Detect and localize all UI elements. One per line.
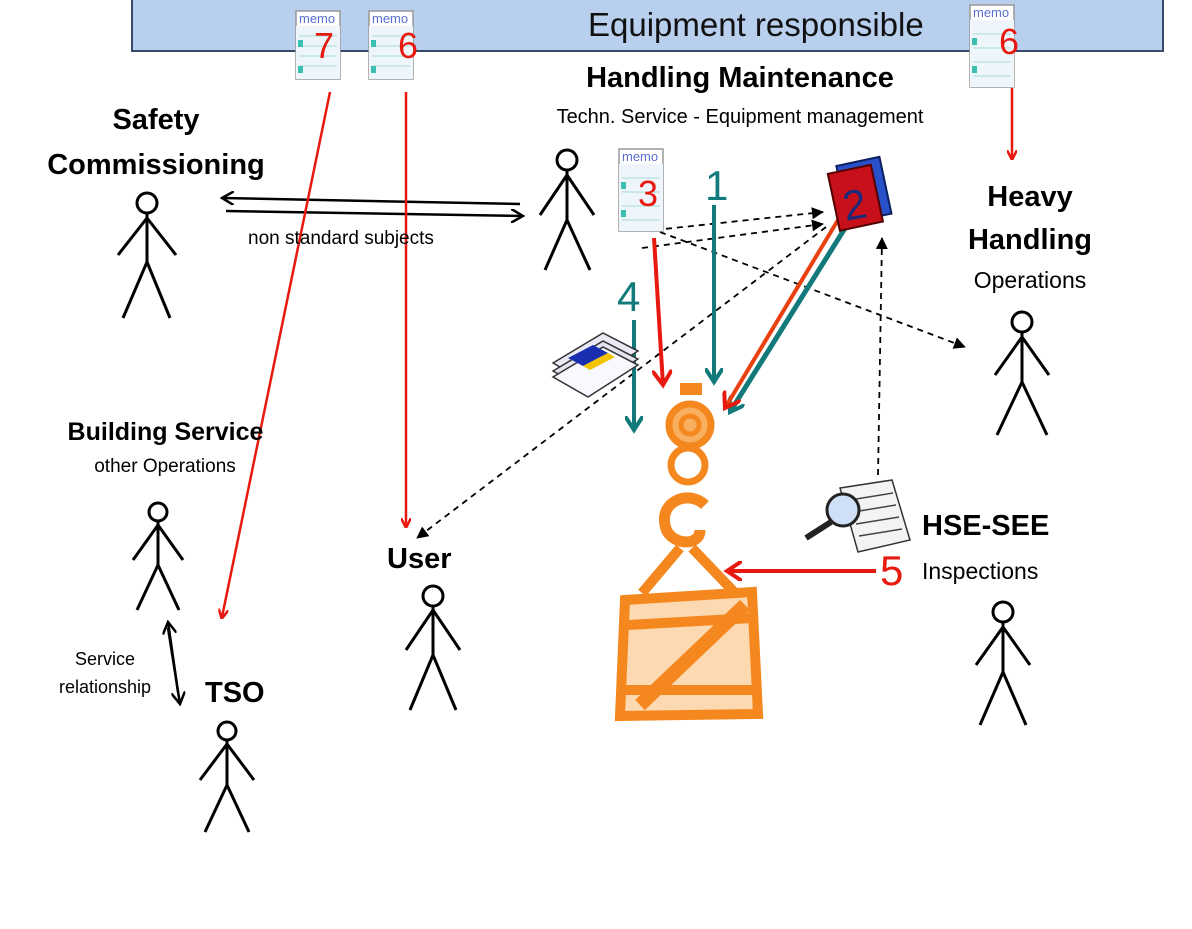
- arrow-safety-to-maintenance: [225, 211, 523, 216]
- actor-user-figure: [404, 584, 462, 711]
- book-icon: [826, 155, 893, 232]
- arrow-maintenance-to-safety: [222, 198, 521, 206]
- svg-text:memo: memo: [973, 5, 1009, 20]
- memo-icon-6-heavy: memo 6: [969, 4, 1019, 88]
- actor-tso-figure: [198, 720, 256, 833]
- edge-label-non-standard: non standard subjects: [248, 228, 434, 249]
- teal-arrow-2-to-crane: [730, 223, 850, 412]
- actor-building-service-title: Building Service: [67, 418, 264, 446]
- dashed-arrow-to-heavy: [659, 231, 966, 349]
- actor-building-service-figure: [131, 501, 185, 611]
- red-arrow-2-to-crane: [725, 218, 840, 408]
- actor-safety-figure: [116, 191, 178, 319]
- dashed-arrow-to-user: [416, 226, 827, 539]
- memo-number-6-user: 6: [398, 25, 419, 66]
- dashed-arrow-inspection-to-book: [875, 237, 888, 476]
- inspection-magnifier-icon: [804, 479, 911, 553]
- svg-text:memo: memo: [622, 149, 658, 164]
- actor-hse-figure: [974, 600, 1032, 726]
- actor-hse-subtitle: Inspections: [922, 558, 1039, 584]
- svg-text:memo: memo: [372, 11, 408, 26]
- banner-title: Equipment responsible: [588, 6, 924, 43]
- actor-tso-label: TSO: [205, 677, 265, 709]
- memo-icon-6-user: memo 6: [368, 10, 418, 80]
- actor-building-service-subtitle: other Operations: [94, 456, 236, 477]
- step-number-1: 1: [705, 162, 729, 209]
- step-number-4: 4: [617, 273, 641, 320]
- crate-icon: [614, 586, 764, 722]
- actor-heavy-handling-subtitle: Operations: [973, 267, 1087, 293]
- memo-icon-3: memo 3: [618, 148, 664, 232]
- actor-user-label: User: [387, 543, 452, 575]
- red-arrow-memo7-to-tso: [222, 91, 332, 617]
- memo-number-3: 3: [638, 173, 659, 214]
- actor-maintenance-subtitle: Techn. Service - Equipment management: [556, 106, 924, 128]
- crane-hook-icon: [638, 383, 739, 597]
- actor-maintenance-title: Handling Maintenance: [586, 62, 894, 94]
- actor-heavy-handling-figure: [993, 310, 1051, 436]
- memo-icon-7: memo 7: [295, 10, 341, 80]
- documents-stack-icon: [551, 332, 640, 398]
- dashed-arrow-to-book-2: [641, 219, 824, 249]
- svg-text:memo: memo: [299, 11, 335, 26]
- step-number-5: 5: [880, 547, 904, 594]
- actor-hse-label: HSE-SEE: [922, 510, 1050, 542]
- memo-number-7: 7: [314, 25, 335, 66]
- memo-number-6-heavy: 6: [999, 21, 1020, 62]
- red-arrow-memo3-to-crane: [652, 237, 663, 385]
- actor-maintenance-figure: [538, 148, 596, 271]
- service-relationship-arrow-back: [166, 627, 180, 704]
